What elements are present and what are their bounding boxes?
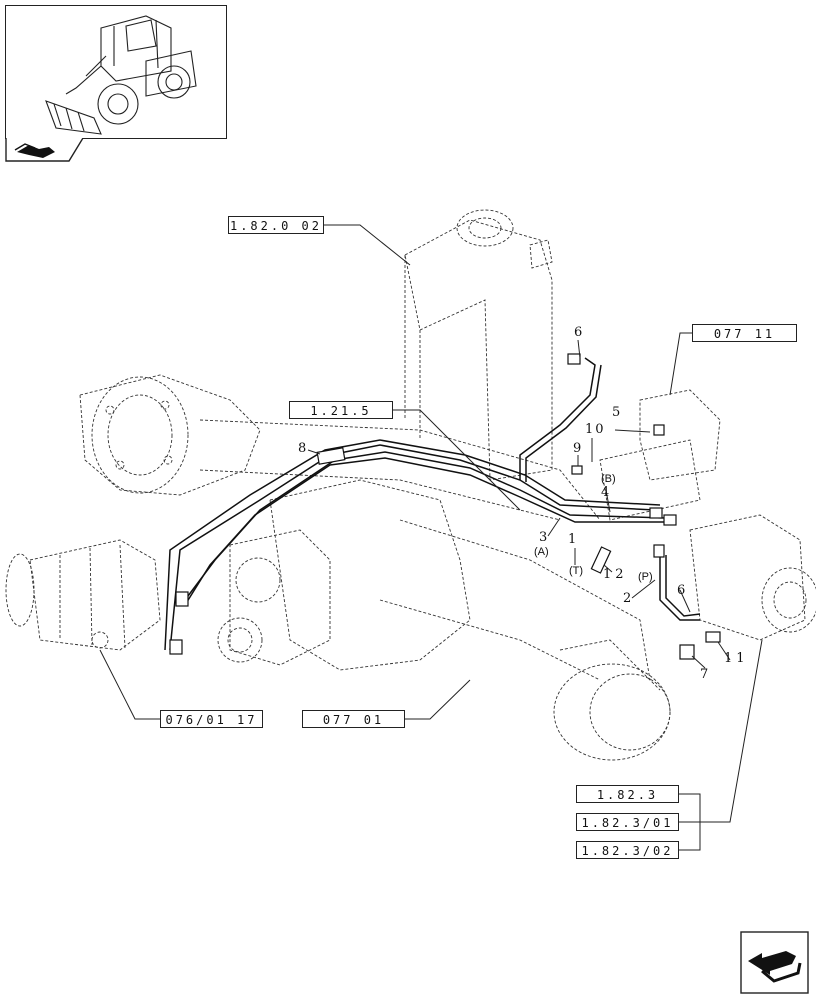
wheel-loader-thumbnail-icon: [5, 5, 227, 139]
callout-number: 2: [623, 591, 632, 606]
port-label: (P): [638, 571, 653, 583]
reference-box[interactable]: 1.82.0 02: [228, 216, 324, 234]
port-label: (B): [601, 473, 616, 485]
callout-number: 8: [298, 441, 307, 456]
callout-number: 10: [585, 422, 606, 437]
port-label: (T): [569, 565, 584, 577]
callout-number: 7: [700, 667, 709, 682]
callout-number: 3: [539, 530, 548, 545]
callout-number: 6: [677, 583, 686, 598]
reference-box[interactable]: 1.21.5: [289, 401, 393, 419]
callout-number: 1: [568, 532, 577, 547]
callout-number: 11: [724, 651, 749, 666]
callout-number: 6: [574, 325, 583, 340]
reference-box[interactable]: 1.82.3: [576, 785, 679, 803]
reference-box[interactable]: 077 01: [302, 710, 405, 728]
callout-number: 4: [601, 485, 610, 500]
port-label: (A): [534, 546, 549, 558]
reference-box[interactable]: 1.82.3/02: [576, 841, 679, 859]
next-page-arrow-icon[interactable]: [740, 931, 810, 995]
reference-box[interactable]: 077 11: [692, 324, 797, 342]
reference-box[interactable]: 076/01 17: [160, 710, 263, 728]
page-nav-arrow-icon[interactable]: [5, 138, 85, 162]
callout-number: 9: [573, 441, 582, 456]
callout-number: 12: [603, 567, 628, 582]
callout-number: 5: [612, 405, 621, 420]
reference-box[interactable]: 1.82.3/01: [576, 813, 679, 831]
